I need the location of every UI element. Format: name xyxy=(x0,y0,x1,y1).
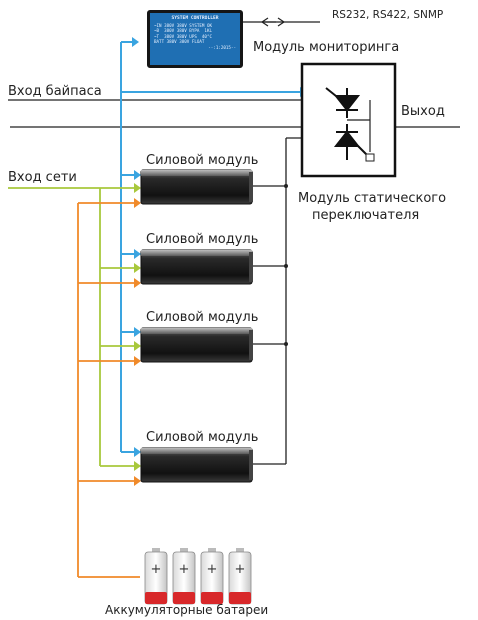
power-module-4-label: Силовой модуль xyxy=(146,430,259,445)
svg-text:+: + xyxy=(235,562,246,577)
monitor-screen-footer: --:1:2015-- xyxy=(208,44,236,50)
monitor-screen-title: SYSTEM CONTROLLER xyxy=(171,16,219,21)
protocols-label: RS232, RS422, SNMP xyxy=(332,9,444,21)
svg-text:+: + xyxy=(151,562,162,577)
mains-arrowheads xyxy=(134,183,141,471)
mains-input-label: Вход сети xyxy=(8,170,77,185)
monitor-screen-line: ~T 380V 380V UPS 40°C xyxy=(154,33,212,39)
thyristor-upper-icon xyxy=(325,87,361,118)
battery-lines xyxy=(77,202,140,578)
power-module-1 xyxy=(140,169,253,205)
power-module-1-label: Силовой модуль xyxy=(146,153,259,168)
monitor-screen-line: ~IN 380V 380V SYSTEM OK xyxy=(154,22,212,28)
batteries-label: Аккумуляторные батареи xyxy=(105,603,269,617)
monitoring-lines xyxy=(120,41,300,453)
output-label: Выход xyxy=(401,104,445,119)
monitoring-module-label: Модуль мониторинга xyxy=(253,40,400,55)
bus-junction-dots xyxy=(284,184,288,346)
output-bus xyxy=(252,137,310,465)
battery-2-icon: + xyxy=(172,548,196,605)
static-switch-label-line2: переключателя xyxy=(312,208,420,223)
monitoring-screen: SYSTEM CONTROLLER ~IN 380V 380V SYSTEM O… xyxy=(147,10,243,68)
power-module-4 xyxy=(140,447,253,483)
battery-arrowheads xyxy=(134,198,141,486)
mains-lines xyxy=(8,187,134,467)
comm-link xyxy=(243,17,320,27)
static-switch-label-line1: Модуль статического xyxy=(298,191,447,206)
bypass-input-label: Вход байпаса xyxy=(8,84,102,99)
battery-3-icon: + xyxy=(200,548,224,605)
power-module-2-label: Силовой модуль xyxy=(146,232,259,247)
svg-text:+: + xyxy=(179,562,190,577)
battery-4-icon: + xyxy=(228,548,252,605)
monitor-screen-line: BATT 380V 380V FLOAT xyxy=(154,39,205,45)
static-switch-module xyxy=(300,62,397,178)
power-module-3-label: Силовой модуль xyxy=(146,310,259,325)
power-module-3 xyxy=(140,327,253,363)
monitor-screen-line: ~B 380V 380V BYPA 1KL xyxy=(154,28,212,34)
power-module-2 xyxy=(140,249,253,285)
battery-1-icon: + xyxy=(144,548,168,605)
svg-text:+: + xyxy=(207,562,218,577)
